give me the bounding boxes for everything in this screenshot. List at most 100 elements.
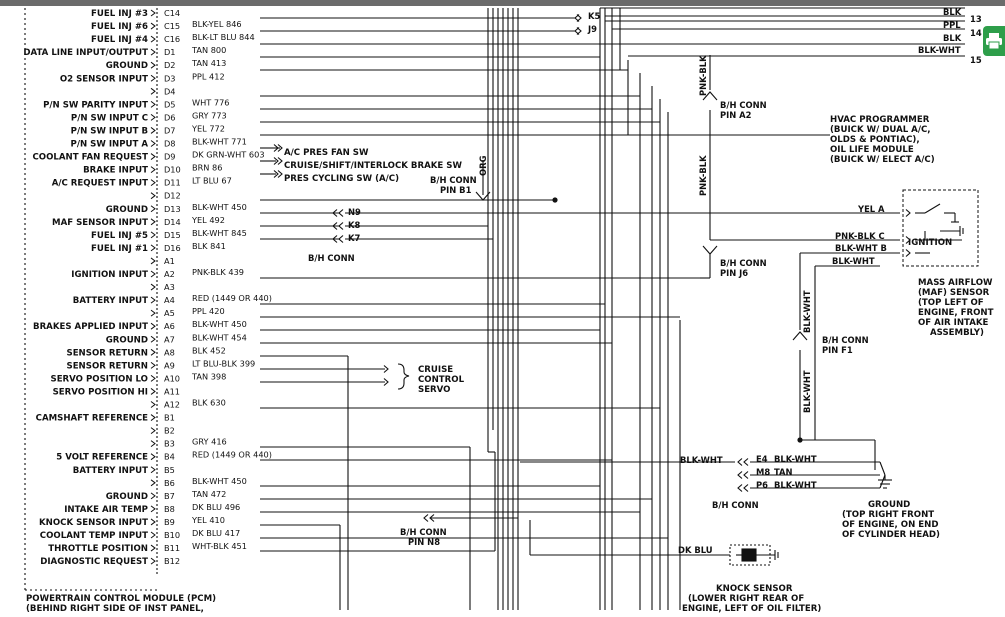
pcm-location: (BEHIND RIGHT SIDE OF INST PANEL, <box>26 604 204 614</box>
ignition-switch-symbol <box>915 203 964 254</box>
pcm-function-label: P/N SW INPUT C <box>71 113 148 123</box>
pcm-pin-id: B5 <box>164 465 175 475</box>
hvac-line3: OLDS & PONTIAC), <box>830 135 920 145</box>
top-num-14: 14 <box>970 28 982 38</box>
pin-chevron <box>150 153 156 160</box>
pin-chevron <box>150 9 156 17</box>
top-wire-blk-wht: BLK-WHT <box>918 45 961 55</box>
servo-arrow-mark <box>383 378 389 386</box>
bh-conn-label: B/H CONN <box>308 253 355 263</box>
pcm-pin-id: A12 <box>164 400 180 410</box>
pin-chevron <box>150 544 156 552</box>
pcm-pin-id: D2 <box>164 60 176 70</box>
pcm-function-label: SERVO POSITION HI <box>53 387 148 397</box>
connector-j9: J9 <box>587 24 597 34</box>
pin-chevron <box>150 361 156 369</box>
pcm-pin-id: D3 <box>164 73 176 83</box>
pcm-pin-id: D14 <box>164 217 181 227</box>
printer-icon <box>986 33 1002 50</box>
maf-line1: MASS AIRFLOW <box>918 278 993 288</box>
maf-line4: ENGINE, FRONT <box>918 308 994 318</box>
wire-color-label: WHT 776 <box>192 97 229 107</box>
pin-chevron <box>150 322 156 330</box>
pin-chevron <box>150 35 156 43</box>
ground-wire-in: BLK-WHT <box>680 455 723 465</box>
ground-wire-p6: BLK-WHT <box>774 480 817 490</box>
pcm-function-label: SERVO POSITION LO <box>51 374 149 384</box>
inline-connector-mark <box>576 27 582 35</box>
ground-pin-m8: M8 <box>756 467 770 477</box>
pcm-function-label: FUEL INJ #5 <box>91 231 148 241</box>
pcm-pin-id: C14 <box>164 8 180 18</box>
pin-chevron <box>150 505 156 513</box>
pin-chevron <box>150 140 156 147</box>
bh-pin-b1-line1: B/H CONN <box>430 175 477 185</box>
ground-connector-mark <box>737 471 743 479</box>
pin-chevron <box>150 48 156 56</box>
pcm-pin-id: D12 <box>164 191 181 201</box>
bh-pin-n8-line2: PIN N8 <box>408 537 440 547</box>
pin-chevron <box>150 61 156 69</box>
pcm-function-label: O2 SENSOR INPUT <box>60 74 148 84</box>
wire-color-label: BLK-LT BLU 844 <box>192 32 255 42</box>
bh-pin-f1-line1: B/H CONN <box>822 335 869 345</box>
pcm-pin-id: B8 <box>164 504 175 514</box>
pcm-function-label: GROUND <box>106 335 148 345</box>
connector-k8: K8 <box>348 220 360 230</box>
bh-pin-b1-line2: PIN B1 <box>440 185 472 195</box>
pin-chevron <box>150 179 156 187</box>
output-arrow-mark <box>277 170 283 178</box>
inline-connector-mark <box>338 235 344 243</box>
bh-n8-mark <box>429 514 435 522</box>
pcm-function-label: FUEL INJ #6 <box>91 22 148 32</box>
ground-connector-mark <box>743 484 749 492</box>
pcm-pin-id: D13 <box>164 204 181 214</box>
wire-color-label: DK BLU 417 <box>192 528 240 538</box>
output-arrow-mark <box>273 144 279 152</box>
top-num-15: 15 <box>970 55 982 65</box>
pin-chevron <box>150 518 156 526</box>
bh-n8-mark <box>423 514 429 522</box>
pcm-pin-id: D11 <box>164 178 181 188</box>
wire-color-label: BLK-WHT 450 <box>192 476 247 486</box>
pcm-pin-id: A3 <box>164 282 175 292</box>
pcm-pin-id: C15 <box>164 21 180 31</box>
pcm-pin-id: B1 <box>164 413 175 423</box>
pcm-function-label: COOLANT FAN REQUEST <box>32 153 148 163</box>
maf-line2: (MAF) SENSOR <box>918 288 990 298</box>
pcm-pin-id: A4 <box>164 295 175 305</box>
pcm-pin-id: B12 <box>164 556 180 566</box>
wire-color-label: PPL 412 <box>192 71 225 81</box>
inline-connector-mark <box>332 222 338 230</box>
pcm-function-label: IGNITION INPUT <box>71 270 148 280</box>
top-border <box>0 0 1005 6</box>
top-wire-blk-1: BLK <box>943 7 962 17</box>
print-button[interactable] <box>983 26 1005 56</box>
wire-color-label: BLK-WHT 845 <box>192 228 247 238</box>
pcm-function-label: FUEL INJ #4 <box>91 35 148 45</box>
wire-color-label: PNK-BLK 439 <box>192 267 244 277</box>
maf-line6: ASSEMBLY) <box>930 328 984 338</box>
output-coolant-fan: A/C PRES FAN SW <box>284 148 369 158</box>
pcm-function-label: BATTERY INPUT <box>73 296 148 306</box>
pin-chevron <box>150 401 156 408</box>
bh-pin-j6-line1: B/H CONN <box>720 258 767 268</box>
pin-chevron <box>150 348 156 356</box>
pcm-function-label: SENSOR RETURN <box>67 361 149 371</box>
pin-chevron <box>150 453 156 461</box>
pin-chevron <box>150 244 156 252</box>
ignition-pin-mark <box>905 249 911 257</box>
ignition-pin-c: PNK-BLK C <box>835 231 885 241</box>
pcm-function-label: BRAKE INPUT <box>83 166 148 176</box>
wire-color-label: BRN 86 <box>192 163 222 173</box>
wire-color-label: GRY 773 <box>192 110 227 120</box>
pin-chevron <box>150 335 156 343</box>
pcm-pin-id: A7 <box>164 334 175 344</box>
pcm-function-label: CAMSHAFT REFERENCE <box>36 414 148 424</box>
wire-color-label: TAN 800 <box>191 45 226 55</box>
ground-connector-mark <box>743 458 749 466</box>
hvac-line4: OIL LIFE MODULE <box>830 145 914 155</box>
wire-color-label: BLK-WHT 771 <box>192 137 247 147</box>
ignition-pin-b: BLK-WHT B <box>835 243 887 253</box>
wire-color-label: TAN 413 <box>191 58 226 68</box>
